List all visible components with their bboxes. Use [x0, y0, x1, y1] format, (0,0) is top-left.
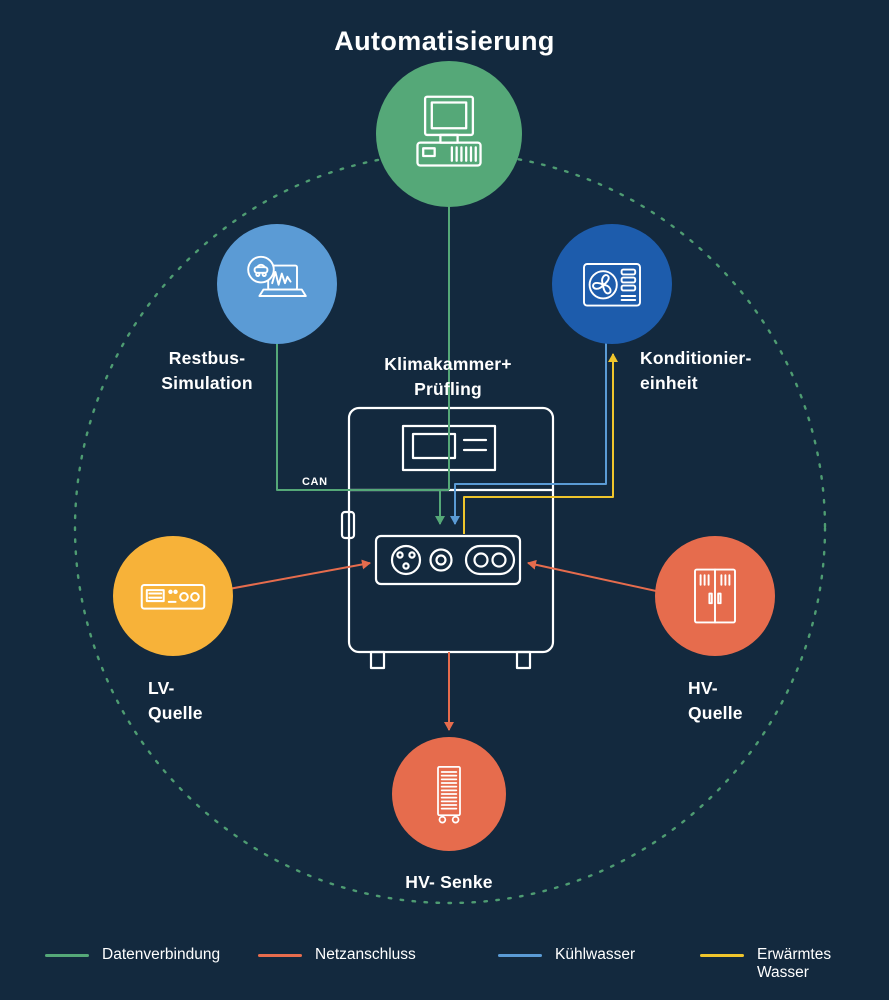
- label-hv-senke: HV- Senke: [405, 872, 493, 892]
- label-line: Konditionier-: [640, 348, 752, 368]
- node-lv-quelle: [113, 536, 233, 656]
- label-line: HV-: [688, 678, 718, 698]
- node-konditioniereinheit: [552, 224, 672, 344]
- legend-label: Kühlwasser: [555, 946, 636, 963]
- can-bus-label: CAN: [302, 476, 328, 488]
- label-line: einheit: [640, 372, 698, 393]
- node-automatisierung: [376, 61, 522, 207]
- legend: Datenverbindung Netzanschluss Kühlwasser…: [0, 946, 889, 996]
- node-hv-quelle: [655, 536, 775, 656]
- label-line: Klimakammer+: [384, 354, 512, 374]
- data-connection-line-can: [276, 284, 449, 491]
- label-line: LV-: [148, 678, 175, 698]
- legend-swatch-orange: [258, 954, 302, 957]
- legend-label: Netzanschluss: [315, 946, 416, 963]
- label-line: Quelle: [688, 702, 743, 723]
- diagram-title: Automatisierung: [334, 26, 555, 56]
- node-hv-senke: [392, 737, 506, 851]
- label-line: Simulation: [161, 372, 253, 393]
- legend-item-datenverbindung: Datenverbindung: [45, 946, 220, 964]
- legend-swatch-blue: [498, 954, 542, 957]
- label-line: Quelle: [148, 702, 203, 723]
- electrical-cabinet-icon: [694, 568, 736, 624]
- node-restbus-simulation: [217, 224, 337, 344]
- label-lv-quelle: LV- Quelle: [148, 676, 268, 725]
- warmed-water-line: [463, 353, 618, 534]
- laptop-car-signal-icon: [247, 255, 307, 297]
- legend-item-kuehlwasser: Kühlwasser: [498, 946, 635, 964]
- air-conditioner-fan-icon: [583, 263, 641, 307]
- legend-swatch-yellow: [700, 954, 744, 957]
- label-konditioniereinheit: Konditionier- einheit: [640, 346, 800, 395]
- legend-label: Erwärmtes Wasser: [757, 946, 832, 981]
- server-rack-icon: [437, 765, 461, 824]
- label-klimakammer-pruefling: Klimakammer+ Prüfling: [358, 352, 538, 401]
- cooling-water-line: [450, 290, 607, 525]
- legend-label: Datenverbindung: [102, 946, 221, 963]
- legend-item-erwaermtes-wasser: Erwärmtes Wasser: [700, 946, 851, 982]
- climate-chamber-outline: [340, 406, 555, 670]
- legend-item-netzanschluss: Netzanschluss: [258, 946, 416, 964]
- retro-computer-icon: [416, 95, 482, 167]
- label-line: Prüfling: [414, 378, 482, 399]
- bench-power-supply-icon: [140, 584, 206, 610]
- label-hv-quelle: HV- Quelle: [688, 676, 808, 725]
- legend-swatch-green: [45, 954, 89, 957]
- label-line: Restbus-: [168, 348, 246, 368]
- label-restbus-simulation: Restbus- Simulation: [127, 346, 287, 395]
